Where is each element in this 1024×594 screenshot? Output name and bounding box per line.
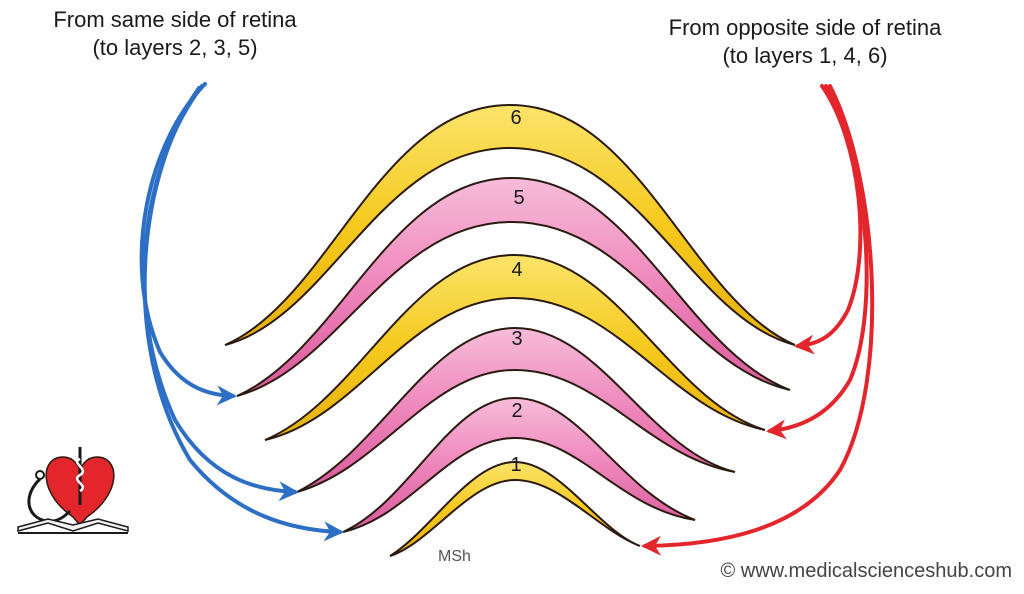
red-arrow-to-layer-6	[794, 84, 863, 355]
contralateral-label-line-2: (to layers 1, 4, 6)	[722, 43, 888, 68]
layer-6-number: 6	[510, 107, 521, 129]
layer-2: 2	[342, 396, 696, 533]
ipsilateral-label-line-2: (to layers 2, 3, 5)	[92, 35, 258, 60]
layer-1: 1	[389, 454, 641, 557]
red-arrow-to-layer-1	[641, 84, 875, 556]
layer-4: 4	[264, 253, 766, 441]
layer-3-number: 3	[511, 328, 522, 350]
ipsilateral-fibers	[139, 82, 344, 542]
layer-5: 5	[236, 176, 791, 397]
ipsilateral-source-label: From same side of retina (to layers 2, 3…	[20, 6, 330, 62]
copyright-text: © www.medicalscienceshub.com	[720, 560, 1012, 582]
layer-2-number: 2	[511, 400, 522, 422]
layer-5-number: 5	[513, 187, 524, 209]
blue-arrow-to-layer-5	[139, 82, 237, 406]
layer-1-number: 1	[510, 454, 521, 476]
artist-signature: MSh	[438, 548, 471, 565]
medical-logo-icon	[17, 447, 129, 534]
contralateral-fibers	[641, 84, 875, 556]
ipsilateral-label-line-1: From same side of retina	[53, 7, 297, 32]
layer-4-number: 4	[511, 259, 522, 281]
layer-3: 3	[296, 326, 736, 493]
contralateral-source-label: From opposite side of retina (to layers …	[630, 14, 980, 70]
contralateral-label-line-1: From opposite side of retina	[668, 15, 942, 40]
layer-6: 6	[224, 103, 796, 346]
blue-arrow-to-layer-2	[142, 86, 344, 542]
red-arrow-to-layer-4	[766, 84, 869, 440]
